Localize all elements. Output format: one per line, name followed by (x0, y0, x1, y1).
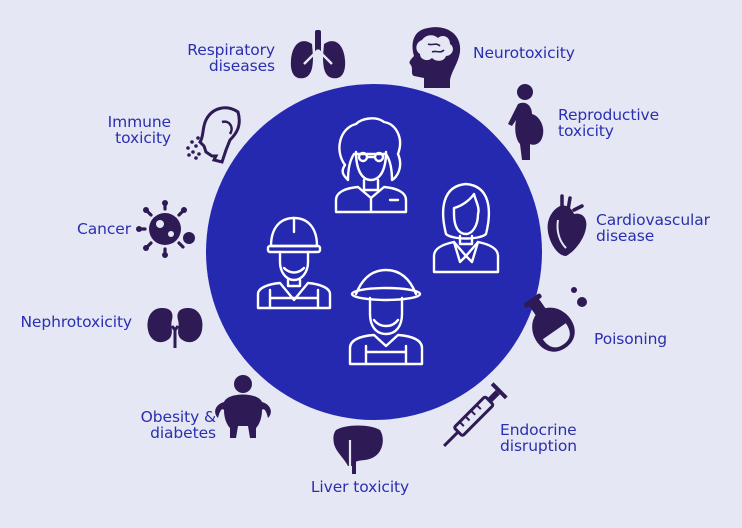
flask-icon (523, 287, 587, 352)
label-neurotoxicity: Neurotoxicity (473, 44, 575, 62)
label-poisoning: Poisoning (594, 330, 668, 348)
woman-icon (432, 182, 500, 274)
obese-person-icon (215, 375, 271, 438)
cancer-cell-icon (136, 200, 195, 258)
label-cardiovascular-disease: Cardiovascular disease (596, 211, 710, 245)
label-endocrine-disruption: Endocrine disruption (500, 421, 577, 455)
farmer-icon (348, 268, 424, 366)
central-circle (206, 84, 542, 420)
scientist-icon (334, 117, 408, 214)
lungs-icon (290, 30, 346, 79)
pregnant-woman-icon (508, 84, 544, 160)
label-reproductive-toxicity: Reproductive toxicity (558, 106, 660, 140)
brain-head-icon (409, 27, 461, 88)
syringe-icon (442, 382, 508, 448)
label-nephrotoxicity: Nephrotoxicity (20, 313, 132, 331)
label-cancer: Cancer (77, 220, 131, 238)
worker-icon (256, 216, 332, 310)
kidneys-icon (147, 308, 203, 348)
label-respiratory-diseases: Respiratory diseases (187, 41, 275, 75)
liver-icon (333, 425, 383, 474)
label-obesity-diabetes: Obesity & diabetes (140, 408, 216, 442)
heart-icon (547, 194, 587, 256)
label-liver-toxicity: Liver toxicity (310, 478, 410, 496)
sneezing-head-icon (186, 106, 241, 164)
label-immune-toxicity: Immune toxicity (107, 113, 171, 147)
